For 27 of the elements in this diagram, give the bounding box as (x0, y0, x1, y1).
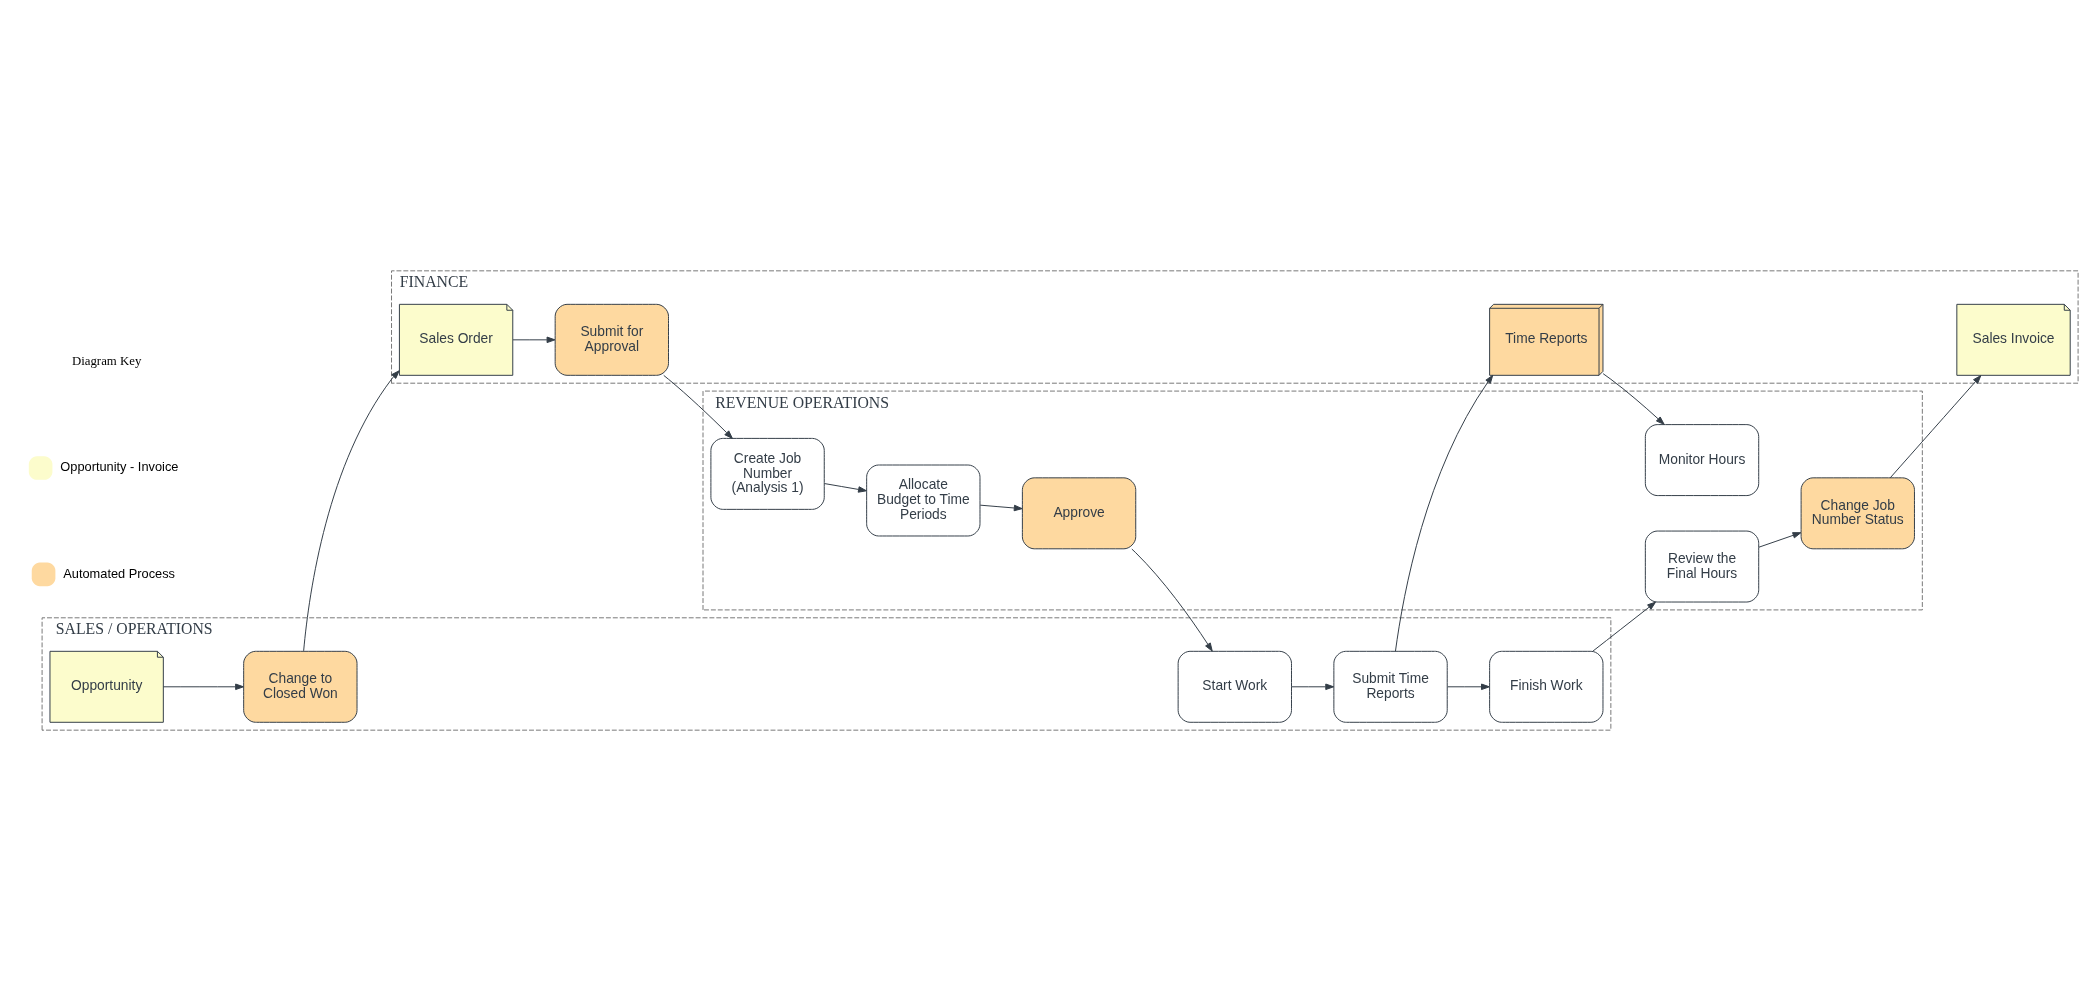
node-box: Approve (1021, 476, 1137, 549)
arrow (663, 374, 733, 439)
node-box: Create Job Number (Analysis 1) (710, 437, 825, 510)
arrow (1758, 531, 1802, 548)
arrow (1447, 683, 1490, 690)
node-box: Change Job Number Status (1800, 476, 1915, 549)
node-box: Change to Closed Won (243, 650, 358, 723)
arrow (303, 369, 400, 651)
legend-label: Opportunity - Invoice (60, 458, 179, 474)
arrow (1592, 601, 1656, 652)
arrow (1394, 374, 1494, 652)
node-box: Submit Time Reports (1333, 650, 1448, 723)
arrow (512, 336, 556, 343)
arrow (1131, 548, 1213, 652)
arrow (162, 683, 244, 690)
node-box: Finish Work (1489, 650, 1604, 723)
label: Diagram Key (72, 353, 142, 368)
arrow (1291, 683, 1335, 690)
arrow (824, 482, 867, 493)
node-box: Allocate Budget to Time Periods (866, 464, 981, 536)
node-box: Monitor Hours (1644, 423, 1760, 496)
arrow (1889, 374, 1982, 478)
node-box: Start Work (1177, 650, 1292, 723)
node-box: Submit for Approval (554, 303, 669, 376)
legend-label: Automated Process (63, 565, 175, 581)
arrow (979, 504, 1023, 511)
node-box: Review the Final Hours (1644, 530, 1760, 603)
